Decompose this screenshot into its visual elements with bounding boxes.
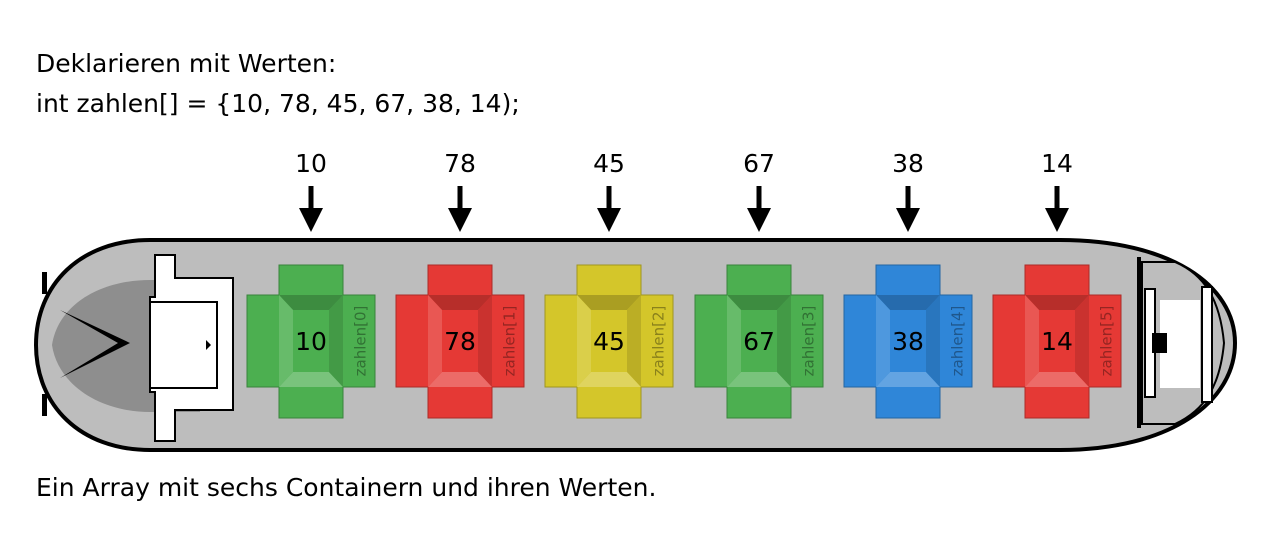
container-center-1: [442, 310, 478, 372]
container-center-4: [890, 310, 926, 372]
container-bevel-right-3: [777, 295, 791, 387]
container-bevel-top-2: [577, 295, 641, 310]
container-index-label-2: zahlen[2]: [650, 306, 668, 377]
container-bevel-top-1: [428, 295, 492, 310]
arrow-value-label-2: 45: [593, 149, 625, 178]
down-arrow-icon: [896, 208, 920, 232]
down-arrow-icon: [597, 208, 621, 232]
arrow-value-label-3: 67: [743, 149, 775, 178]
stern-rail-right: [1201, 286, 1213, 403]
container-bevel-right-0: [329, 295, 343, 387]
down-arrow-icon: [1045, 208, 1069, 232]
container-center-5: [1039, 310, 1075, 372]
container-bevel-bottom-1: [428, 372, 492, 387]
container-bevel-right-1: [478, 295, 492, 387]
container-5: 14 14 zahlen[5]: [992, 149, 1122, 419]
arrow-shaft-5: [1054, 186, 1060, 212]
container-bevel-top-3: [727, 295, 791, 310]
container-4: 38 38 zahlen[4]: [843, 149, 973, 419]
caption: Ein Array mit sechs Containern und ihren…: [36, 473, 657, 502]
container-bevel-bottom-4: [876, 372, 940, 387]
container-bevel-left-0: [279, 295, 293, 387]
arrow-value-label-4: 38: [892, 149, 924, 178]
bridge-window: [149, 301, 218, 389]
container-index-label-1: zahlen[1]: [501, 306, 519, 377]
container-2: 45 45 zahlen[2]: [544, 149, 674, 419]
heading-line-1: Deklarieren mit Werten:: [36, 49, 337, 78]
container-index-label-5: zahlen[5]: [1098, 306, 1116, 377]
container-bevel-bottom-0: [279, 372, 343, 387]
container-bevel-left-2: [577, 295, 591, 387]
arrow-shaft-0: [308, 186, 314, 212]
heading-line-2: int zahlen[] = {10, 78, 45, 67, 38, 14);: [36, 89, 520, 118]
container-bevel-bottom-5: [1025, 372, 1089, 387]
container-1: 78 78 zahlen[1]: [395, 149, 525, 419]
container-bevel-right-2: [627, 295, 641, 387]
container-bevel-left-4: [876, 295, 890, 387]
container-bevel-bottom-3: [727, 372, 791, 387]
container-3: 67 67 zahlen[3]: [694, 149, 824, 419]
container-value-1: 78: [444, 327, 476, 356]
heading: Deklarieren mit Werten: int zahlen[] = {…: [36, 44, 520, 124]
container-bevel-top-0: [279, 295, 343, 310]
container-bevel-left-5: [1025, 295, 1039, 387]
container-bevel-left-1: [428, 295, 442, 387]
container-bevel-right-4: [926, 295, 940, 387]
down-arrow-icon: [299, 208, 323, 232]
container-value-3: 67: [743, 327, 775, 356]
container-center-0: [293, 310, 329, 372]
arrow-value-label-1: 78: [444, 149, 476, 178]
container-center-3: [741, 310, 777, 372]
container-index-label-3: zahlen[3]: [800, 306, 818, 377]
arrow-shaft-1: [457, 186, 463, 212]
arrow-shaft-2: [606, 186, 612, 212]
bridge-marker-icon: [206, 340, 211, 350]
container-bevel-right-5: [1075, 295, 1089, 387]
down-arrow-icon: [747, 208, 771, 232]
container-index-label-0: zahlen[0]: [352, 306, 370, 377]
container-value-5: 14: [1041, 327, 1073, 356]
bow-mark-bottom: [42, 394, 47, 416]
stern-bar: [1152, 333, 1167, 353]
container-center-2: [591, 310, 627, 372]
container-value-0: 10: [295, 327, 327, 356]
container-bevel-top-4: [876, 295, 940, 310]
containers: 10 10 zahlen[0] 78 78 zahlen[1] 45 45 zahlen[2] 6…: [246, 149, 1122, 419]
container-bevel-left-3: [727, 295, 741, 387]
bow-mark-top: [42, 272, 47, 294]
down-arrow-icon: [448, 208, 472, 232]
container-index-label-4: zahlen[4]: [949, 306, 967, 377]
arrow-shaft-4: [905, 186, 911, 212]
container-value-2: 45: [593, 327, 625, 356]
arrow-value-label-5: 14: [1041, 149, 1073, 178]
container-0: 10 10 zahlen[0]: [246, 149, 376, 419]
arrow-value-label-0: 10: [295, 149, 327, 178]
container-bevel-bottom-2: [577, 372, 641, 387]
container-value-4: 38: [892, 327, 924, 356]
container-bevel-top-5: [1025, 295, 1089, 310]
arrow-shaft-3: [756, 186, 762, 212]
